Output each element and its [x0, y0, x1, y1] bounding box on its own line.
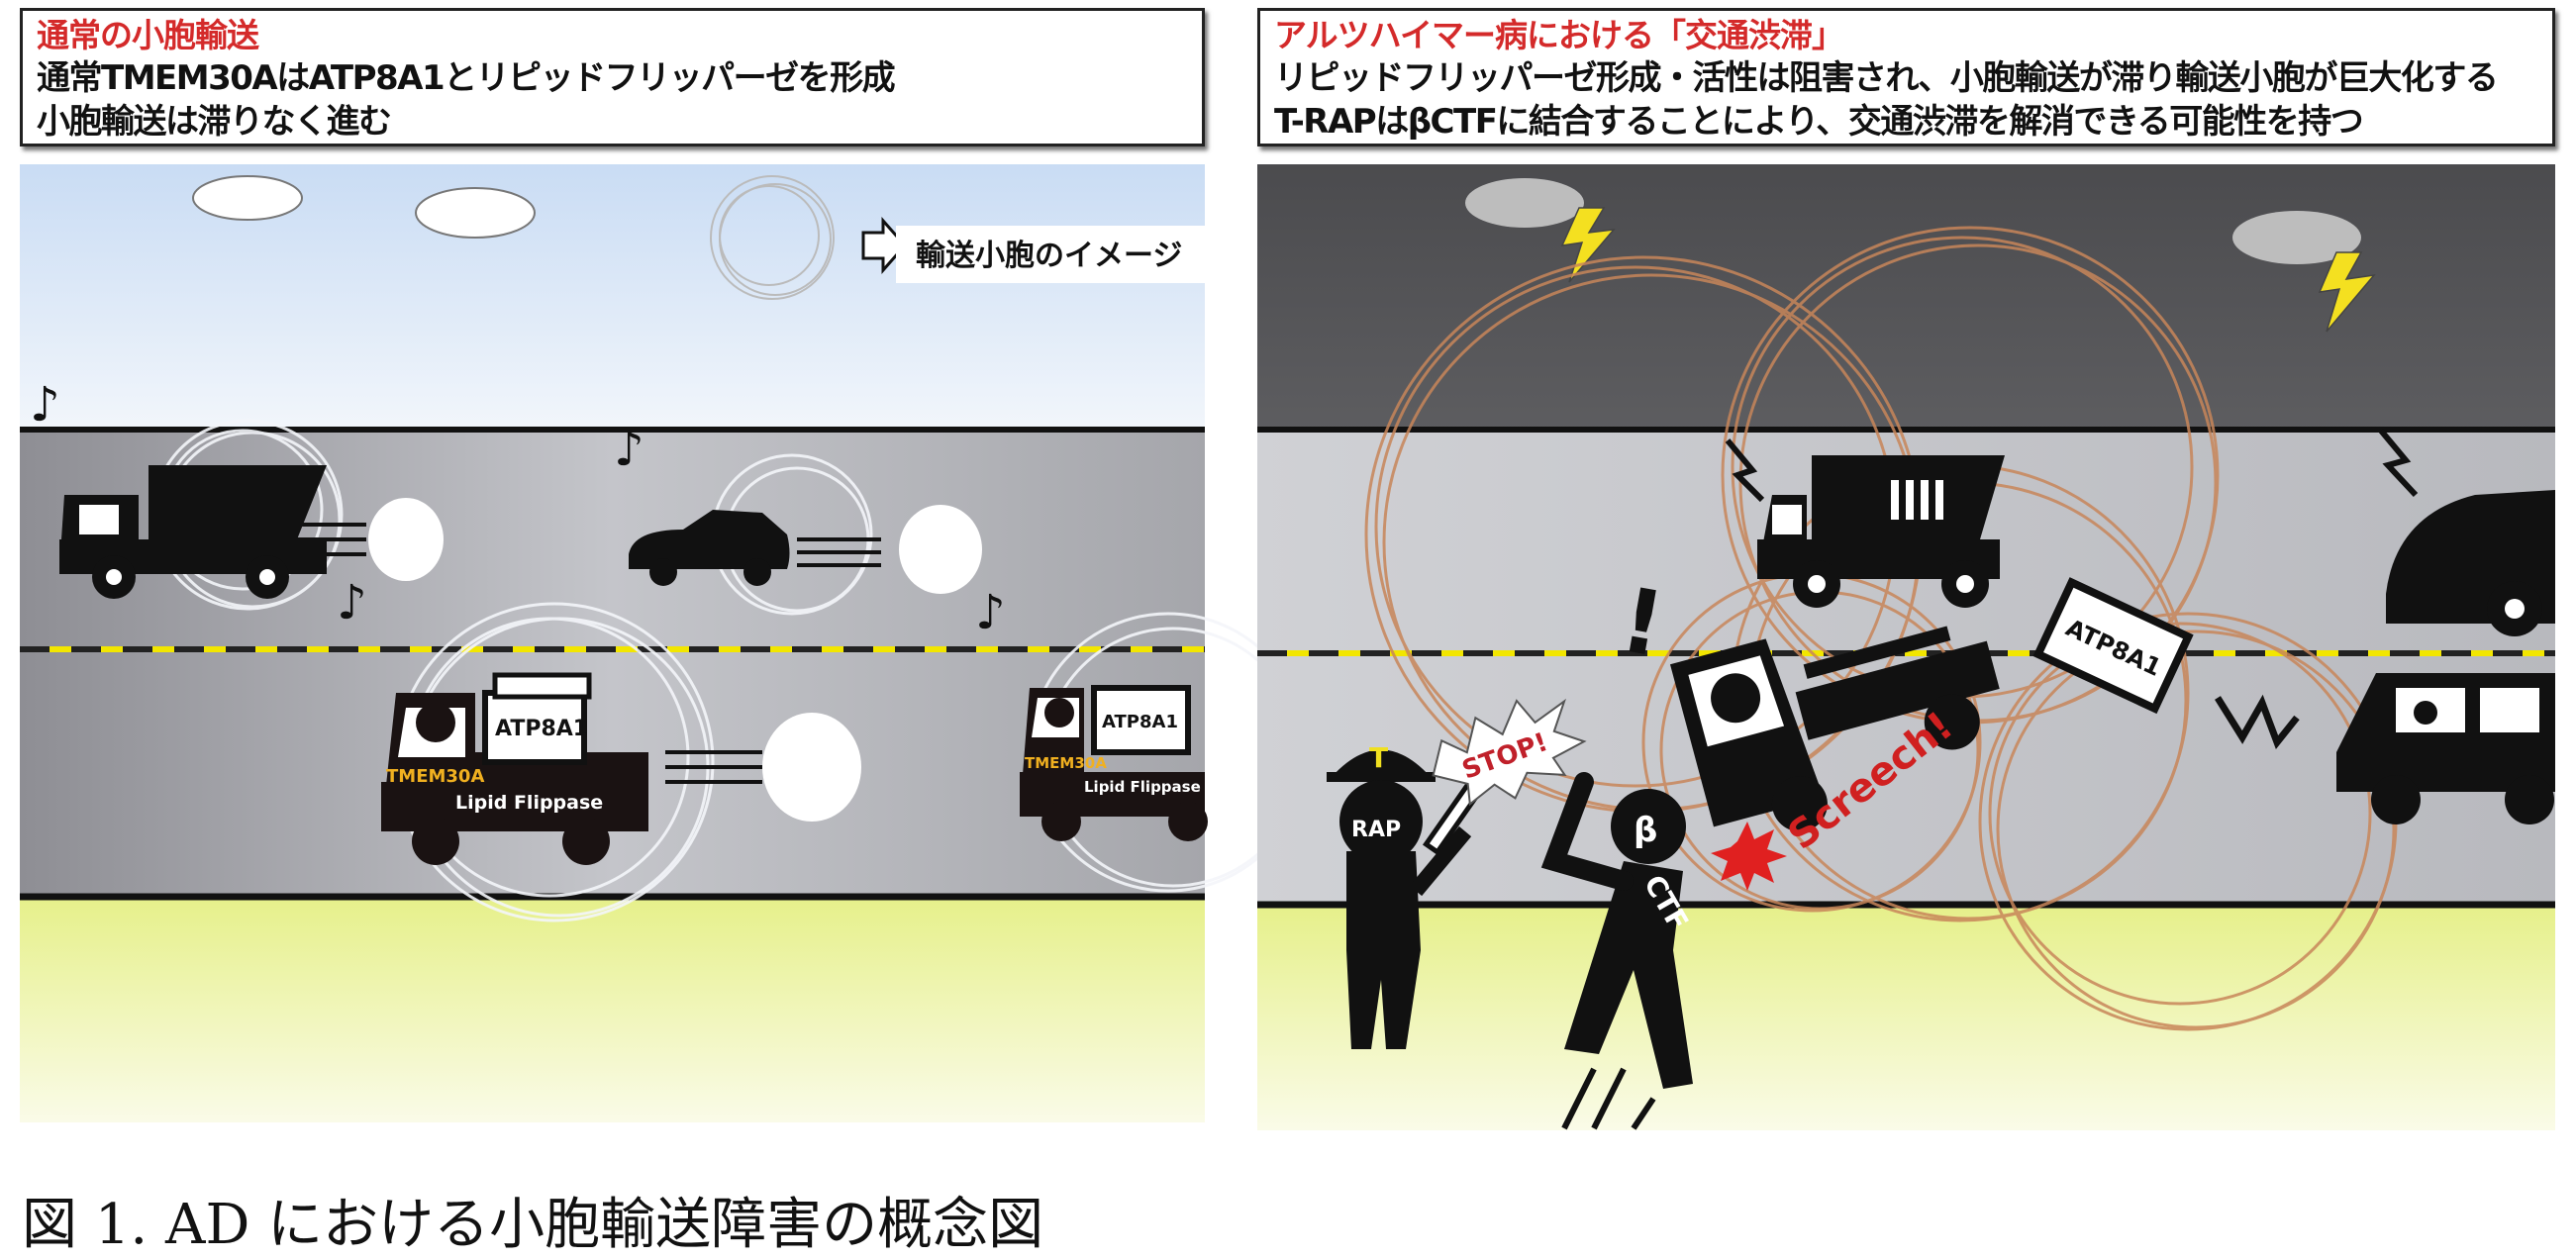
- car-icon: [629, 510, 790, 586]
- speed-lines: [797, 537, 881, 567]
- normal-transport-header: 通常の小胞輸送 通常TMEM30AはATP8A1とリピッドフリッパーゼを形成 小…: [20, 8, 1205, 146]
- header-line: リピッドフリッパーゼ形成・活性は阻害され、小胞輸送が滞り輸送小胞が巨大化する: [1274, 58, 2499, 98]
- impact-burst-icon: [1711, 822, 1787, 891]
- music-note-icon: ♪ ♪ ♪ ♪: [30, 377, 1006, 640]
- svg-text:♪: ♪: [975, 585, 1006, 640]
- svg-text:♪: ♪: [337, 575, 367, 630]
- exhaust-cloud-icon: [762, 713, 861, 822]
- exhaust-cloud-icon: [368, 498, 444, 581]
- arrow-right-icon: [861, 217, 907, 274]
- svg-text:♪: ♪: [30, 377, 60, 433]
- dump-truck-icon: [1757, 455, 2005, 608]
- vesicle-legend: 輸送小胞のイメージ: [916, 239, 1182, 273]
- dark-sky: [1257, 164, 2555, 432]
- atp8a1-box: ATP8A1: [2032, 577, 2194, 715]
- header-line: T-RAPはβCTFに結合することにより、交通渋滞を解消できる可能性を持つ: [1274, 102, 2364, 142]
- lipid-flippase-truck: ATP8A1 TMEM30A Lipid Flippase: [1020, 685, 1208, 841]
- cloud-icon: [192, 175, 536, 239]
- trap-helmet-label: T: [1369, 741, 1388, 774]
- dump-truck-icon: [59, 465, 327, 599]
- cargo-label: ATP8A1: [495, 717, 588, 741]
- header-line: 通常TMEM30AはATP8A1とリピッドフリッパーゼを形成: [37, 58, 896, 98]
- header-title: アルツハイマー病における「交通渋滞」: [1274, 16, 1844, 54]
- alzheimer-traffic-jam-scene: ! ATP8A1 T RAP: [1257, 164, 2555, 1130]
- header-line: 小胞輸送は滞りなく進む: [37, 102, 392, 142]
- figure-caption: 図 1. AD における小胞輸送障害の概念図: [22, 1193, 1044, 1257]
- car-icon: [2336, 673, 2555, 824]
- grass: [1257, 905, 2555, 1130]
- crash-spark-icon: [2215, 694, 2300, 749]
- tmem30a-label: TMEM30A: [386, 766, 484, 787]
- t-rap-officer-icon: T RAP: [1327, 741, 1493, 1049]
- tmem30a-label: TMEM30A: [1025, 754, 1107, 772]
- ctf-head-label: β: [1634, 811, 1657, 850]
- lipid-flippase-truck: ATP8A1 TMEM30A Lipid Flippase: [381, 672, 648, 865]
- svg-text:♪: ♪: [614, 422, 644, 477]
- cargo-label: ATP8A1: [1102, 712, 1178, 732]
- grass: [20, 897, 1205, 1122]
- trap-body-label: RAP: [1351, 818, 1401, 842]
- normal-transport-scene: 輸送小胞のイメージ ♪ ♪ ♪ ♪: [20, 164, 1309, 1122]
- crashed-truck-icon: [1669, 626, 2000, 832]
- car-icon: [2386, 490, 2555, 636]
- alzheimer-traffic-jam-header: アルツハイマー病における「交通渋滞」 リピッドフリッパーゼ形成・活性は阻害され、…: [1257, 8, 2555, 146]
- vesicle-legend-box: [896, 226, 1205, 283]
- speed-lines: [277, 523, 366, 556]
- storm-cloud-icon: [1465, 178, 2361, 264]
- lipid-flippase-label: Lipid Flippase: [455, 792, 603, 814]
- speed-lines: [665, 750, 762, 784]
- header-title: 通常の小胞輸送: [37, 16, 259, 54]
- lipid-flippase-label: Lipid Flippase: [1084, 778, 1201, 796]
- stop-speech-burst: STOP!: [1432, 698, 1587, 807]
- exhaust-cloud-icon: [899, 505, 982, 594]
- crash-spark-icon: [1725, 429, 2419, 503]
- lightning-icon: [1560, 207, 2376, 333]
- vesicle-icon: [710, 175, 835, 300]
